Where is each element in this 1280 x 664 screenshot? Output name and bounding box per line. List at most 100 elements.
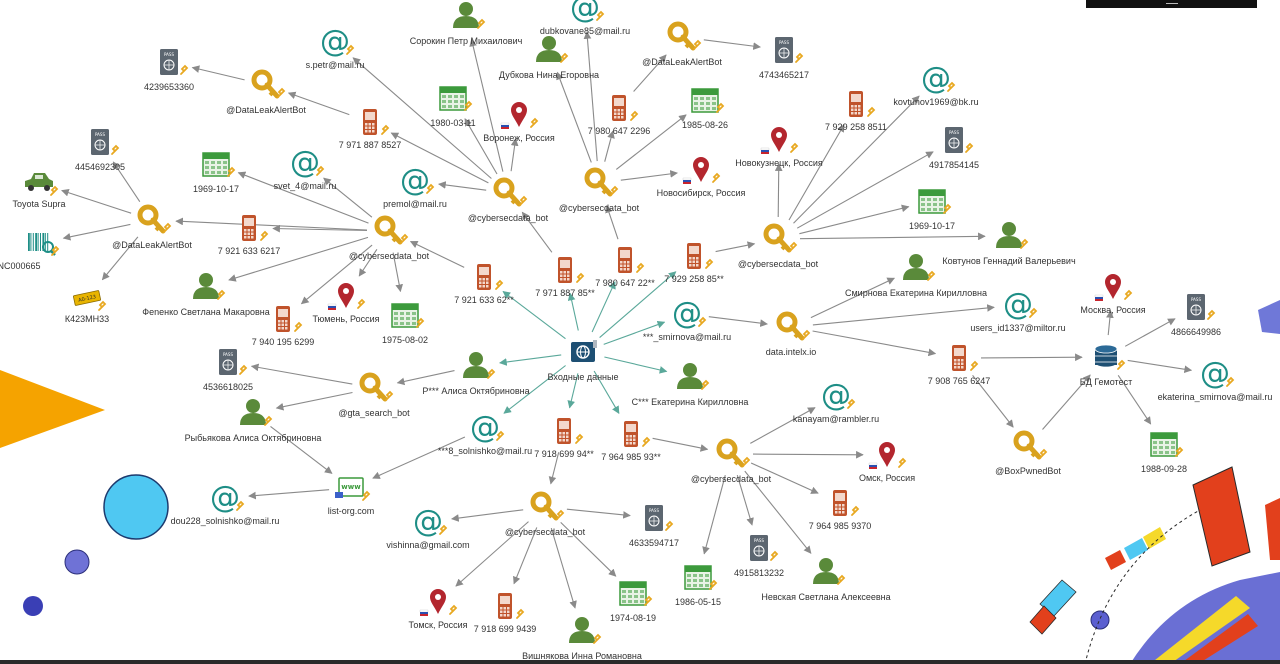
key-node-dl3[interactable]: @DataLeakAlertBot — [642, 21, 722, 67]
email-icon: @ — [400, 163, 430, 198]
person-node-n-nevskaya[interactable]: Невская Светлана Алексеевна — [761, 558, 891, 602]
location-node-n-novosib[interactable]: Новосибирск, Россия — [657, 157, 746, 198]
email-node-n-dubk-email[interactable]: @dubkovane85@mail.ru — [540, 0, 630, 36]
key-node-cb5[interactable]: @cybersecdata_bot — [505, 491, 586, 537]
edge-cb1-n_d1975 — [392, 252, 403, 293]
email-node-n-kanayam[interactable]: @kanayam@rambler.ru — [793, 378, 879, 424]
phone-node-q-ph1[interactable]: 7 921 633 62** — [454, 264, 514, 305]
email-node-n-ekat-email[interactable]: @ekaterina_smirnova@mail.ru — [1158, 356, 1273, 402]
location-node-n-tomsk[interactable]: Томск, Россия — [409, 589, 468, 630]
email-node-n-kovt-email[interactable]: @kovtunov1969@bk.ru — [893, 61, 978, 107]
edge-cb3-n_dubk_email — [583, 31, 598, 162]
database-node-geo[interactable]: БД Гемотест — [1080, 344, 1132, 387]
calendar-node-n-d1985[interactable]: 1985-08-26 — [682, 88, 728, 130]
barcode-node-n-vin[interactable]: JH4KA8170NC000665 — [0, 233, 60, 271]
barcode-label: JH4KA8170NC000665 — [0, 261, 41, 271]
location-node-n-voronezh[interactable]: Воронеж, Россия — [483, 102, 555, 143]
pin-icon — [665, 520, 674, 531]
key-node-cb4[interactable]: @cybersecdata_bot — [738, 223, 819, 269]
person-node-n-vishnyakova[interactable]: Вишнякова Инна Романовна — [522, 617, 642, 661]
location-node-n-omsk[interactable]: Омск, Россия — [859, 442, 915, 483]
phone-node-q-ph5[interactable]: 7 918 699 94** — [534, 418, 594, 459]
person-label: С*** Екатерина Кирилловна — [632, 397, 749, 407]
person-node-n-smirnova[interactable]: Смирнова Екатерина Кирилловна — [845, 254, 987, 298]
calendar-node-n-d1986[interactable]: 1986-05-15 — [675, 565, 721, 607]
key-node-cb6[interactable]: @cybersecdata_bot — [691, 438, 772, 484]
key-icon — [667, 21, 696, 51]
key-icon — [251, 69, 280, 99]
email-node-n-vishinna[interactable]: @vishinna@gmail.com — [386, 504, 469, 550]
key-node-cb2[interactable]: @cybersecdata_bot — [468, 177, 549, 223]
calendar-node-n-d1980[interactable]: 1980-03-11 — [430, 86, 476, 128]
key-node-pwned[interactable]: @BoxPwnedBot — [995, 430, 1061, 476]
key-node-intelx[interactable]: data.intelx.io — [766, 311, 817, 357]
email-node-n-users[interactable]: @users_id1337@miltor.ru — [970, 287, 1065, 333]
phone-node-q-ph2[interactable]: 7 971 887 85** — [535, 257, 595, 298]
email-node-q-sm-email[interactable]: @***_smirnova@mail.ru — [643, 296, 731, 342]
pin-icon — [180, 64, 189, 75]
phone-node-n-ph7971[interactable]: 7 971 887 8527 — [339, 109, 402, 150]
key-node-cb3[interactable]: @cybersecdata_bot — [559, 167, 640, 213]
email-node-n-spetr[interactable]: @s.petr@mail.ru — [306, 24, 365, 70]
pin-icon — [790, 142, 799, 153]
phone-node-n-ph7908[interactable]: 7 908 765 6247 — [928, 345, 991, 386]
phone-node-n-ph7964[interactable]: 7 964 985 9370 — [809, 490, 872, 531]
phone-node-n-ph7918[interactable]: 7 918 699 9439 — [474, 593, 537, 634]
email-node-n-dou-email[interactable]: @dou228_solnishko@mail.ru — [171, 480, 280, 526]
calendar-icon — [684, 565, 712, 590]
location-label: Москва, Россия — [1080, 305, 1145, 315]
email-icon: @ — [921, 61, 951, 96]
calendar-node-n-d1988[interactable]: 1988-09-28 — [1141, 432, 1187, 474]
pin-icon — [705, 258, 714, 269]
person-icon — [463, 352, 489, 378]
key-node-gta[interactable]: @gta_search_bot — [338, 372, 410, 418]
phone-node-q-ph6[interactable]: 7 964 985 93** — [601, 421, 661, 462]
location-node-n-moscow[interactable]: Москва, Россия — [1080, 274, 1146, 315]
key-node-dl1[interactable]: @DataLeakAlertBot — [112, 204, 192, 250]
calendar-node-n-d1975[interactable]: 1975-08-02 — [382, 303, 428, 345]
key-label: @DataLeakAlertBot — [226, 105, 306, 115]
person-node-q-alisa[interactable]: Р*** Алиса Октябриновна — [422, 352, 530, 396]
input-node-input[interactable]: Входные данные — [548, 340, 619, 382]
phone-node-n-ph7921[interactable]: 7 921 633 6217 — [218, 215, 281, 256]
email-icon: @ — [672, 296, 702, 331]
person-node-n-sorokin[interactable]: Сорокин Петр Михаилович — [410, 2, 523, 46]
car-node-n-toyota[interactable]: Toyota Supra — [12, 173, 66, 209]
phone-node-q-ph4[interactable]: 7 929 258 85** — [664, 243, 724, 284]
edge-n_ph7908-pwned — [972, 374, 1014, 428]
key-node-dl2[interactable]: @DataLeakAlertBot — [226, 69, 306, 115]
person-node-q-ekat[interactable]: С*** Екатерина Кирилловна — [632, 363, 749, 407]
key-label: @cybersecdata_bot — [349, 251, 430, 261]
calendar-node-n-d1969b[interactable]: 1969-10-17 — [909, 189, 955, 231]
email-node-q-sol-email[interactable]: @***8_solnishko@mail.ru — [438, 410, 532, 456]
calendar-node-n-d1969[interactable]: 1969-10-17 — [193, 152, 239, 194]
pin-icon — [264, 415, 273, 426]
person-node-n-kovtunov[interactable]: Ковтунов Геннадий Валерьевич — [942, 222, 1076, 266]
phone-node-n-ph7980[interactable]: 7 980 647 2296 — [588, 95, 651, 136]
person-node-n-rybyakova[interactable]: Рыбьякова Алиса Октябриновна — [185, 399, 322, 443]
edge-geo-n_ekat_email — [1127, 359, 1193, 374]
person-node-n-dubkova[interactable]: Дубкова Нина Егоровна — [499, 36, 599, 80]
email-node-n-premol[interactable]: @premol@mail.ru — [383, 163, 447, 209]
edge-cb2-n_premol — [438, 181, 487, 191]
phone-node-q-ph3[interactable]: 7 980 647 22** — [595, 247, 655, 288]
calendar-node-n-d1974[interactable]: 1974-08-19 — [610, 581, 656, 623]
person-node-n-fenenko[interactable]: Феnенко Светлана Макаровна — [142, 273, 270, 317]
location-node-n-novokuz[interactable]: Новокузнецк, Россия — [735, 127, 823, 168]
email-node-n-svet[interactable]: @svet_4@mail.ru — [274, 145, 337, 191]
key-node-cb1[interactable]: @cybersecdata_bot — [349, 215, 430, 261]
passport-icon: PASS — [645, 505, 663, 531]
location-node-n-tyumen[interactable]: Тюмень, Россия — [312, 283, 380, 324]
phone-node-n-ph7940[interactable]: 7 940 195 6299 — [252, 306, 315, 347]
phone-node-n-ph7929[interactable]: 7 929 258 8511 — [825, 91, 887, 132]
